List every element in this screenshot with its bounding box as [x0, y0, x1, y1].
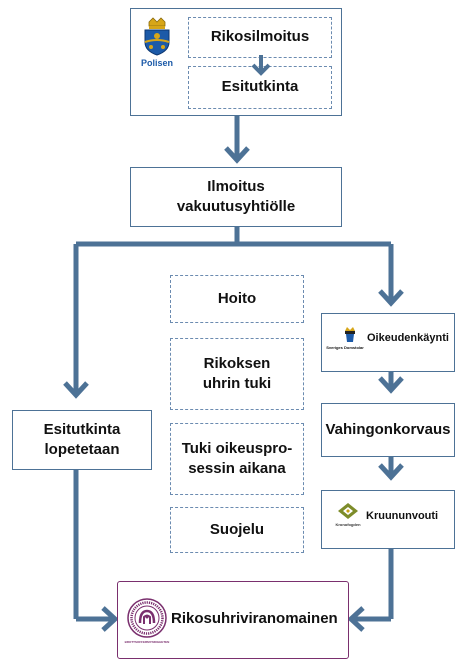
victim-authority-label: Rikosuhriviranomainen [171, 610, 338, 627]
insurance-notice-line1: Ilmoitus [207, 177, 265, 195]
step-esitutkinta-label: Esitutkinta [221, 78, 299, 96]
step-rikosilmoitus: Rikosilmoitus [188, 17, 332, 58]
support-suojelu-label: Suojelu [209, 520, 265, 538]
investigation-discontinued-line2: lopetetaan [44, 441, 120, 458]
police-logo-text: Polisen [140, 58, 173, 68]
arrowhead-court [378, 289, 404, 307]
investigation-discontinued-box: Esitutkinta lopetetaan [12, 410, 152, 470]
arrowhead-left-end [63, 381, 89, 399]
arrowhead-authority-left [101, 606, 119, 632]
insurance-notice-box: Ilmoitus vakuutusyhtiölle [130, 167, 342, 227]
support-tuki-oikeusprosessin-aikana: Tuki oikeuspro- sessin aikana [170, 423, 304, 495]
step-rikosilmoitus-label: Rikosilmoitus [210, 28, 310, 46]
support-rikoksen-uhrin-tuki: Rikoksen uhrin tuki [170, 338, 304, 410]
court-logo-text: Sveriges Domstolar [326, 345, 364, 350]
arrowhead-authority-right [347, 606, 365, 632]
victim-authority-seal-icon [127, 598, 167, 638]
support-victim-line1: Rikoksen [203, 354, 271, 372]
support-victim-line2: uhrin tuki [202, 375, 272, 392]
court-box [321, 313, 455, 372]
police-crest-icon [144, 17, 170, 56]
enforcement-logo-text: Kronofogden [335, 522, 361, 527]
court-crown-icon [345, 327, 355, 342]
damages-label: Vahingonkorvaus [325, 420, 451, 438]
investigation-discontinued-line1: Esitutkinta [43, 420, 121, 438]
enforcement-box [321, 490, 455, 549]
support-hoito-label: Hoito [217, 289, 257, 307]
victim-authority-seal-text: BROTTSOFFERMYNDIGHETEN [124, 640, 170, 644]
support-legal-line2: sessin aikana [188, 460, 286, 477]
enforcement-label: Kruununvouti [366, 510, 439, 522]
damages-box: Vahingonkorvaus [321, 403, 455, 457]
support-suojelu: Suojelu [170, 507, 304, 553]
kronofogden-logo-icon [338, 503, 358, 519]
court-label: Oikeudenkäynti [367, 332, 449, 344]
arrowhead-notice [224, 146, 250, 164]
support-hoito: Hoito [170, 275, 304, 323]
arrow-rikosilmoitus-esitutkinta [251, 55, 271, 76]
insurance-notice-line2: vakuutusyhtiölle [176, 198, 296, 215]
support-legal-line1: Tuki oikeuspro- [181, 439, 293, 457]
